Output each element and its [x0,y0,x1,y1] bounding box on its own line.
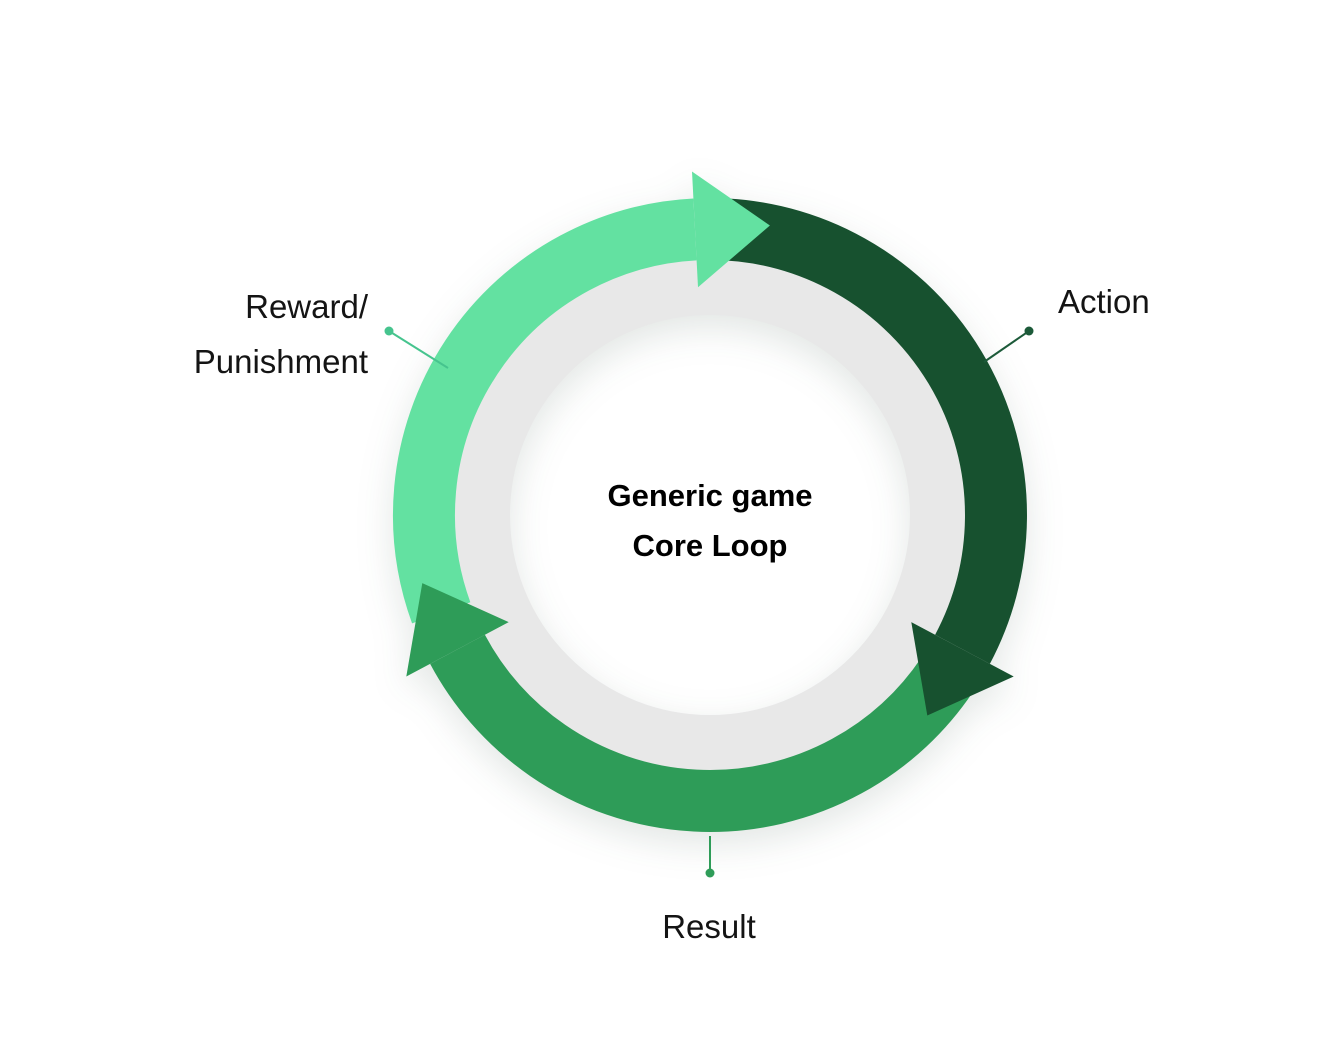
connector-result-dot [705,868,715,878]
connector-action [983,326,1034,363]
arrowhead-action [911,622,1014,716]
label-reward-line2: Punishment [193,343,368,380]
connector-action-dot [1024,326,1034,336]
connector-result [705,836,715,878]
connector-reward [384,326,449,369]
label-action: Action [1058,283,1150,320]
diagram-title-line1: Generic game [607,478,813,513]
connector-reward-line [388,330,449,369]
diagram-title: Generic game Core Loop [460,471,960,571]
ring-background [452,257,968,773]
arc-reward [392,198,697,624]
label-reward: Reward/ Punishment [118,279,368,389]
arc-result [430,634,973,832]
connector-action-line [983,330,1030,363]
arc-action [709,198,1027,664]
arrowhead-result [406,583,509,677]
label-result: Result [662,908,756,945]
diagram-title-line2: Core Loop [632,528,788,563]
arrowhead-reward [692,171,770,288]
connector-reward-dot [384,326,394,336]
loop-ring-group [392,171,1027,832]
label-reward-line1: Reward/ [245,288,368,325]
